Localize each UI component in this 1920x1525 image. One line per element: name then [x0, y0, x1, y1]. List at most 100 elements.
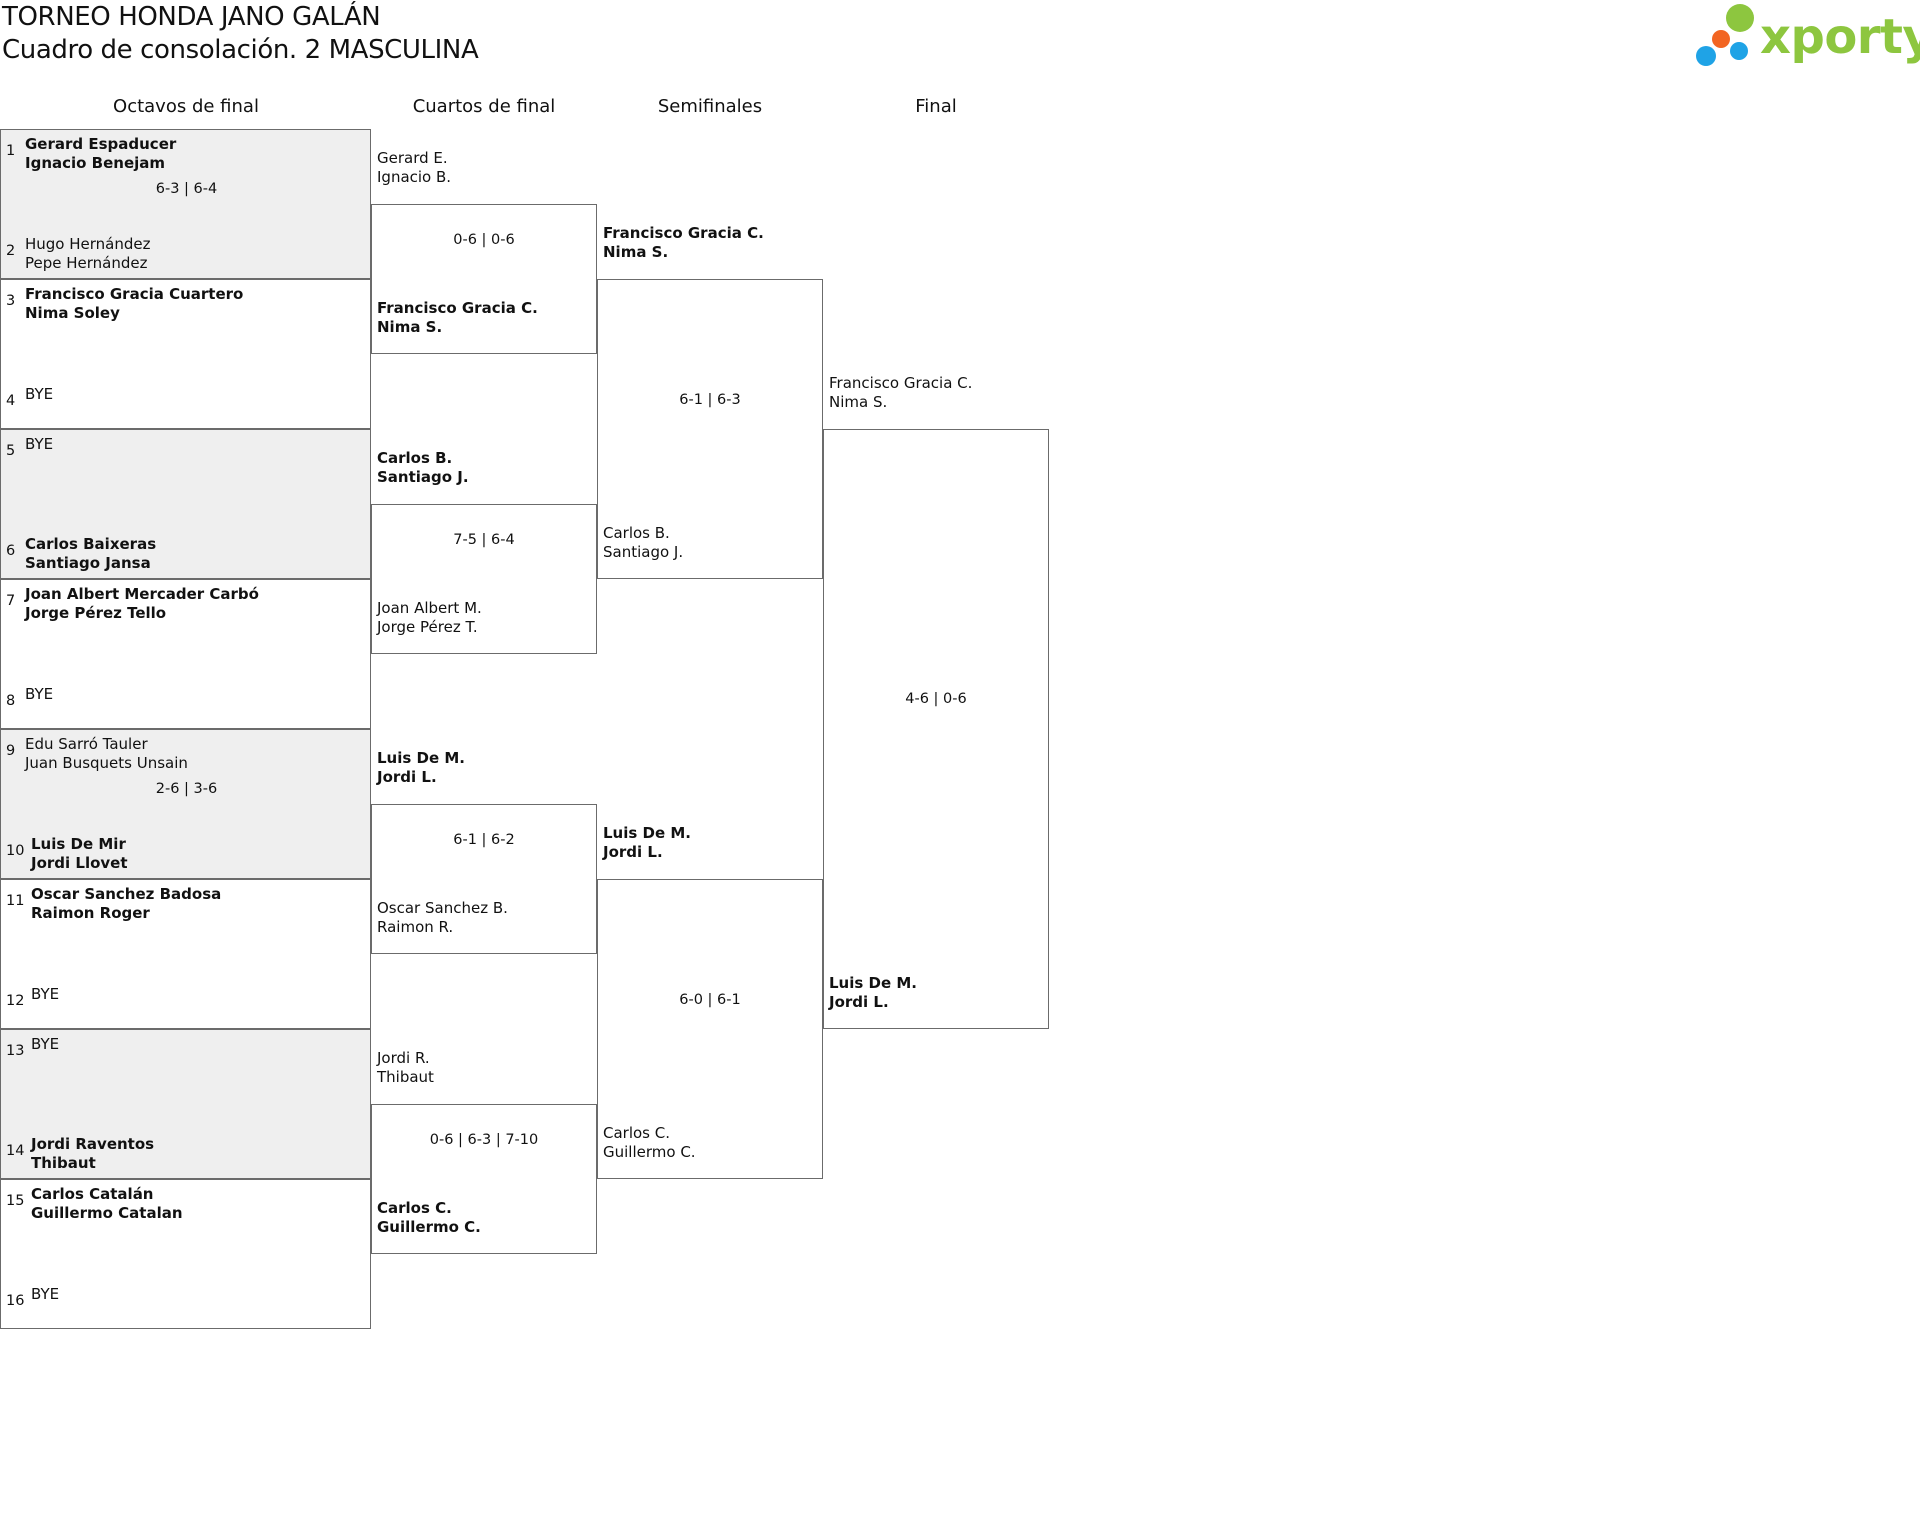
quarterfinal-score: 6-1 | 6-2 [453, 832, 515, 848]
logo-blue-dot [1696, 46, 1716, 66]
seed-number: 1 [6, 143, 16, 159]
quarterfinal-entry-top[interactable]: Carlos B.Santiago J. [377, 449, 469, 487]
player-name: Joan Albert Mercader Carbó [25, 585, 259, 603]
quarterfinal-entry-top[interactable]: Jordi R.Thibaut [377, 1049, 434, 1087]
quarterfinal-entry-top[interactable]: Gerard E.Ignacio B. [377, 149, 451, 187]
seed-number: 2 [6, 243, 16, 259]
semifinal-entry-top[interactable]: Luis De M.Jordi L. [603, 824, 691, 862]
final-entry-top[interactable]: Francisco Gracia C.Nima S. [829, 374, 972, 412]
partner-name: Santiago Jansa [25, 554, 151, 572]
player-name: Francisco Gracia C. [377, 299, 538, 317]
draw-subtitle: Cuadro de consolación. 2 MASCULINA [2, 35, 479, 65]
round-title-cuartos: Cuartos de final [412, 96, 556, 117]
partner-name: Guillermo C. [377, 1218, 481, 1236]
seed-number: 15 [6, 1193, 25, 1209]
partner-name: Jordi Llovet [31, 854, 128, 872]
semifinal-entry-bottom[interactable]: Carlos B.Santiago J. [603, 524, 683, 562]
player-name: Carlos C. [603, 1124, 671, 1142]
seed-number: 14 [6, 1143, 25, 1159]
player-name: Joan Albert M. [377, 599, 482, 617]
semifinal-box [597, 879, 823, 1179]
logo-green-dot [1726, 4, 1754, 32]
player-name: Gerard Espaducer [25, 135, 177, 153]
player-name: Carlos B. [377, 449, 453, 467]
final-entry-bottom[interactable]: Luis De M.Jordi L. [829, 974, 917, 1012]
seed-number: 7 [6, 593, 16, 609]
quarterfinal-entry-top[interactable]: Luis De M.Jordi L. [377, 749, 465, 787]
team-entry-bottom[interactable]: BYE [31, 1285, 59, 1304]
partner-name: Santiago J. [377, 468, 469, 486]
team-entry-top[interactable]: BYE [31, 1035, 59, 1054]
quarterfinal-entry-bottom[interactable]: Francisco Gracia C.Nima S. [377, 299, 538, 337]
team-entry-bottom[interactable]: BYE [25, 685, 53, 704]
quarterfinal-box [371, 804, 597, 954]
player-name: Francisco Gracia Cuartero [25, 285, 244, 303]
match-score: 6-3 | 6-4 [155, 181, 218, 197]
player-name: Jordi R. [377, 1049, 430, 1067]
partner-name: Guillermo C. [603, 1143, 696, 1161]
semifinal-score: 6-0 | 6-1 [679, 992, 741, 1008]
partner-name: Ignacio Benejam [25, 154, 166, 172]
quarterfinal-box [371, 504, 597, 654]
final-score: 4-6 | 0-6 [905, 691, 967, 707]
partner-name: Juan Busquets Unsain [25, 754, 188, 772]
round-title-octavos: Octavos de final [113, 96, 259, 117]
seed-number: 11 [6, 893, 25, 909]
round-title-final: Final [915, 96, 957, 117]
player-name: Luis De M. [829, 974, 918, 992]
match-score: 2-6 | 3-6 [155, 781, 218, 797]
player-name: BYE [25, 685, 54, 703]
partner-name: Jorge Pérez Tello [25, 604, 167, 622]
player-name: BYE [25, 435, 54, 453]
quarterfinal-entry-bottom[interactable]: Oscar Sanchez B.Raimon R. [377, 899, 508, 937]
partner-name: Thibaut [31, 1154, 96, 1172]
quarterfinal-box [371, 204, 597, 354]
partner-name: Guillermo Catalan [31, 1204, 183, 1222]
logo-text: xporty [1760, 9, 1920, 65]
team-entry-bottom[interactable]: BYE [31, 985, 59, 1004]
semifinal-entry-top[interactable]: Francisco Gracia C.Nima S. [603, 224, 764, 262]
semifinal-box [597, 279, 823, 579]
quarterfinal-score: 0-6 | 6-3 | 7-10 [429, 1132, 539, 1148]
seed-number: 10 [6, 843, 25, 859]
partner-name: Nima Soley [25, 304, 120, 322]
seed-number: 13 [6, 1043, 25, 1059]
quarterfinal-entry-bottom[interactable]: Joan Albert M.Jorge Pérez T. [377, 599, 482, 637]
partner-name: Nima S. [603, 243, 669, 261]
player-name: Carlos Catalán [31, 1185, 154, 1203]
partner-name: Thibaut [377, 1068, 434, 1086]
player-name: Francisco Gracia C. [829, 374, 973, 392]
partner-name: Jorge Pérez T. [377, 618, 478, 636]
team-entry-bottom[interactable]: BYE [25, 385, 53, 404]
partner-name: Raimon R. [377, 918, 454, 936]
tournament-title: TORNEO HONDA JANO GALÁN [2, 2, 381, 32]
seed-number: 12 [6, 993, 25, 1009]
logo-orange-dot [1712, 30, 1730, 48]
quarterfinal-box [371, 1104, 597, 1254]
partner-name: Nima S. [377, 318, 443, 336]
xporty-logo[interactable]: xporty [1696, 4, 1920, 70]
seed-number: 4 [6, 393, 16, 409]
round-title-semifinales: Semifinales [657, 96, 763, 117]
final-box [823, 429, 1049, 1029]
quarterfinal-entry-bottom[interactable]: Carlos C.Guillermo C. [377, 1199, 481, 1237]
player-name: BYE [31, 1035, 60, 1053]
semifinal-entry-bottom[interactable]: Carlos C.Guillermo C. [603, 1124, 696, 1162]
team-entry-top[interactable]: BYE [25, 435, 53, 454]
player-name: Edu Sarró Tauler [25, 735, 148, 753]
player-name: BYE [31, 1285, 60, 1303]
seed-number: 5 [6, 443, 16, 459]
